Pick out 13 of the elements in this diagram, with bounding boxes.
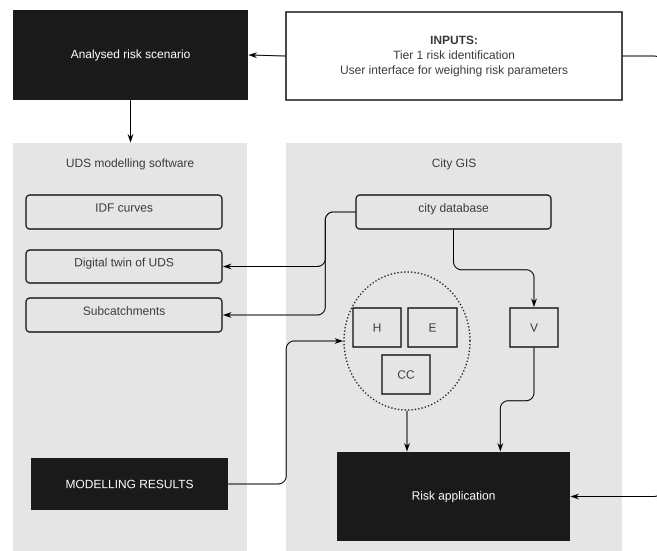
- square-box: V: [509, 307, 559, 348]
- square-box: CC: [381, 354, 431, 395]
- square-box: H: [352, 307, 402, 348]
- dotted-ellipse: [343, 271, 471, 411]
- rounded-box: Digital twin of UDS: [25, 249, 223, 284]
- dark-box: Risk application: [337, 452, 570, 541]
- dark-box: Analysed risk scenario: [13, 10, 248, 100]
- dark-box: MODELLING RESULTS: [31, 458, 228, 510]
- rounded-box: IDF curves: [25, 194, 223, 230]
- rounded-box: Subcatchments: [25, 297, 223, 333]
- square-box: E: [407, 307, 458, 348]
- inputs-box: INPUTS: Tier 1 risk identification User interface for weighing risk parameters: [285, 11, 623, 101]
- rounded-box: city database: [355, 194, 552, 230]
